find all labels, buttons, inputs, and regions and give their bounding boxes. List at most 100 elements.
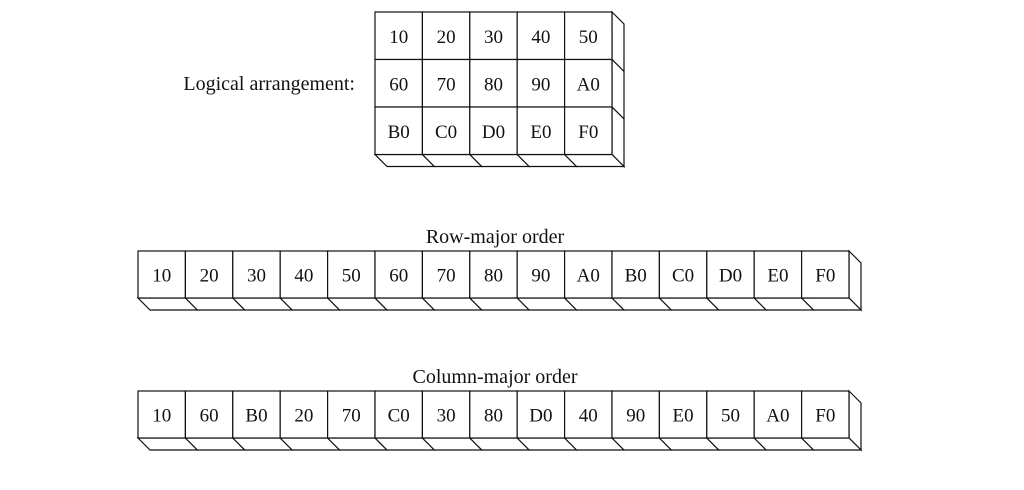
row-major-cell-label: 40	[294, 266, 313, 287]
column-major-cell-face	[374, 390, 424, 439]
column-major-cell: 90	[611, 390, 661, 439]
logical-cell-face	[421, 11, 471, 61]
logical-cell-label: A0	[577, 74, 600, 95]
logical-cell: 50	[563, 11, 613, 61]
column-major-cell: E0	[658, 390, 708, 439]
row-major-cell-face	[516, 250, 566, 299]
column-major-cell-label: 90	[626, 406, 645, 427]
logical-cell-label: 50	[579, 27, 598, 48]
row-major-title: Row-major order	[426, 226, 565, 248]
row-major-cell-label: 30	[247, 266, 266, 287]
column-major-cell-label: A0	[766, 406, 789, 427]
logical-cell-face	[374, 58, 424, 108]
logical-arrangement-label: Logical arrangement:	[183, 73, 355, 95]
column-major-cell-label: 60	[200, 406, 219, 427]
row-major-cell-label: D0	[719, 266, 742, 287]
row-major-cell-label: E0	[767, 266, 788, 287]
column-major-cell-label: 50	[721, 406, 740, 427]
column-major-cell-label: 10	[152, 406, 171, 427]
column-major-cell: 20	[279, 390, 329, 439]
column-major-cell: 30	[421, 390, 471, 439]
column-major-cell: F0	[800, 390, 850, 439]
logical-cell: F0	[563, 106, 613, 156]
row-major-cell-label: A0	[577, 266, 600, 287]
column-major-cell-face	[469, 390, 518, 439]
row-major-cell: 80	[469, 250, 518, 299]
logical-cell-label: 80	[484, 74, 503, 95]
column-major-cell-face	[184, 390, 234, 439]
logical-cell-face	[563, 106, 613, 156]
row-major-cell-face	[232, 250, 281, 299]
logical-cell-label: 10	[389, 27, 408, 48]
logical-cell-label: 40	[531, 27, 550, 48]
column-major-cell-label: F0	[815, 406, 835, 427]
column-major-title: Column-major order	[413, 366, 578, 388]
logical-cell-face	[469, 58, 518, 108]
row-major-cell-label: F0	[815, 266, 835, 287]
column-major-cell-label: 40	[579, 406, 598, 427]
row-major-cell-label: 20	[200, 266, 219, 287]
logical-cell-label: 70	[437, 74, 456, 95]
logical-cell: 90	[516, 58, 566, 108]
row-major-cell: 20	[184, 250, 234, 299]
logical-cell: 80	[469, 58, 518, 108]
column-major-cell: 80	[469, 390, 518, 439]
logical-cell-label: 60	[389, 74, 408, 95]
row-major-cell: 30	[232, 250, 281, 299]
column-major-cell: 10	[137, 390, 187, 439]
row-major-cell-label: 60	[389, 266, 408, 287]
logical-cell-label: E0	[530, 122, 551, 143]
row-major-cell-face	[800, 250, 850, 299]
row-major-cell-label: 70	[437, 266, 456, 287]
row-major-cell-label: 80	[484, 266, 503, 287]
column-major-cell-face	[658, 390, 708, 439]
logical-cell-face	[421, 58, 471, 108]
column-major-cell: C0	[374, 390, 424, 439]
column-major-cell: 60	[184, 390, 234, 439]
column-major-cell-label: D0	[529, 406, 552, 427]
logical-cell-label: F0	[578, 122, 598, 143]
column-major-cell-face	[327, 390, 376, 439]
row-major-cell-face	[184, 250, 234, 299]
row-major-cell-label: 10	[152, 266, 171, 287]
row-major-cell-face	[611, 250, 661, 299]
column-major-cell-face	[753, 390, 803, 439]
row-major-cell-face	[563, 250, 613, 299]
row-major-cell: F0	[800, 250, 850, 299]
logical-cell: 60	[374, 58, 424, 108]
column-major-cell: B0	[232, 390, 281, 439]
row-major-cell-face	[279, 250, 329, 299]
column-major-cell-face	[800, 390, 850, 439]
row-major-cell-label: C0	[672, 266, 694, 287]
column-major-cell-label: 80	[484, 406, 503, 427]
logical-cell: A0	[563, 58, 613, 108]
row-major-cell: 10	[137, 250, 187, 299]
row-major-cell-face	[706, 250, 755, 299]
logical-cell-label: D0	[482, 122, 505, 143]
logical-cell: 30	[469, 11, 518, 61]
column-major-cell-label: 30	[437, 406, 456, 427]
row-major-cell: E0	[753, 250, 803, 299]
column-major-cell-label: 20	[294, 406, 313, 427]
row-major-cell: 60	[374, 250, 424, 299]
row-major-cell-label: 90	[531, 266, 550, 287]
column-major-cell-face	[421, 390, 471, 439]
column-major-cell-face	[137, 390, 187, 439]
logical-cell-face	[563, 11, 613, 61]
column-major-cell: D0	[516, 390, 566, 439]
row-major-cell: D0	[706, 250, 755, 299]
logical-cell-label: 20	[437, 27, 456, 48]
row-major-cell-face	[374, 250, 424, 299]
row-major-cell: C0	[658, 250, 708, 299]
row-major-cell: 90	[516, 250, 566, 299]
logical-cell: E0	[516, 106, 566, 156]
row-major-cell-face	[753, 250, 803, 299]
column-major-cell-face	[232, 390, 281, 439]
row-major-cell: A0	[563, 250, 613, 299]
row-major-cell-face	[327, 250, 376, 299]
logical-cell: C0	[421, 106, 471, 156]
